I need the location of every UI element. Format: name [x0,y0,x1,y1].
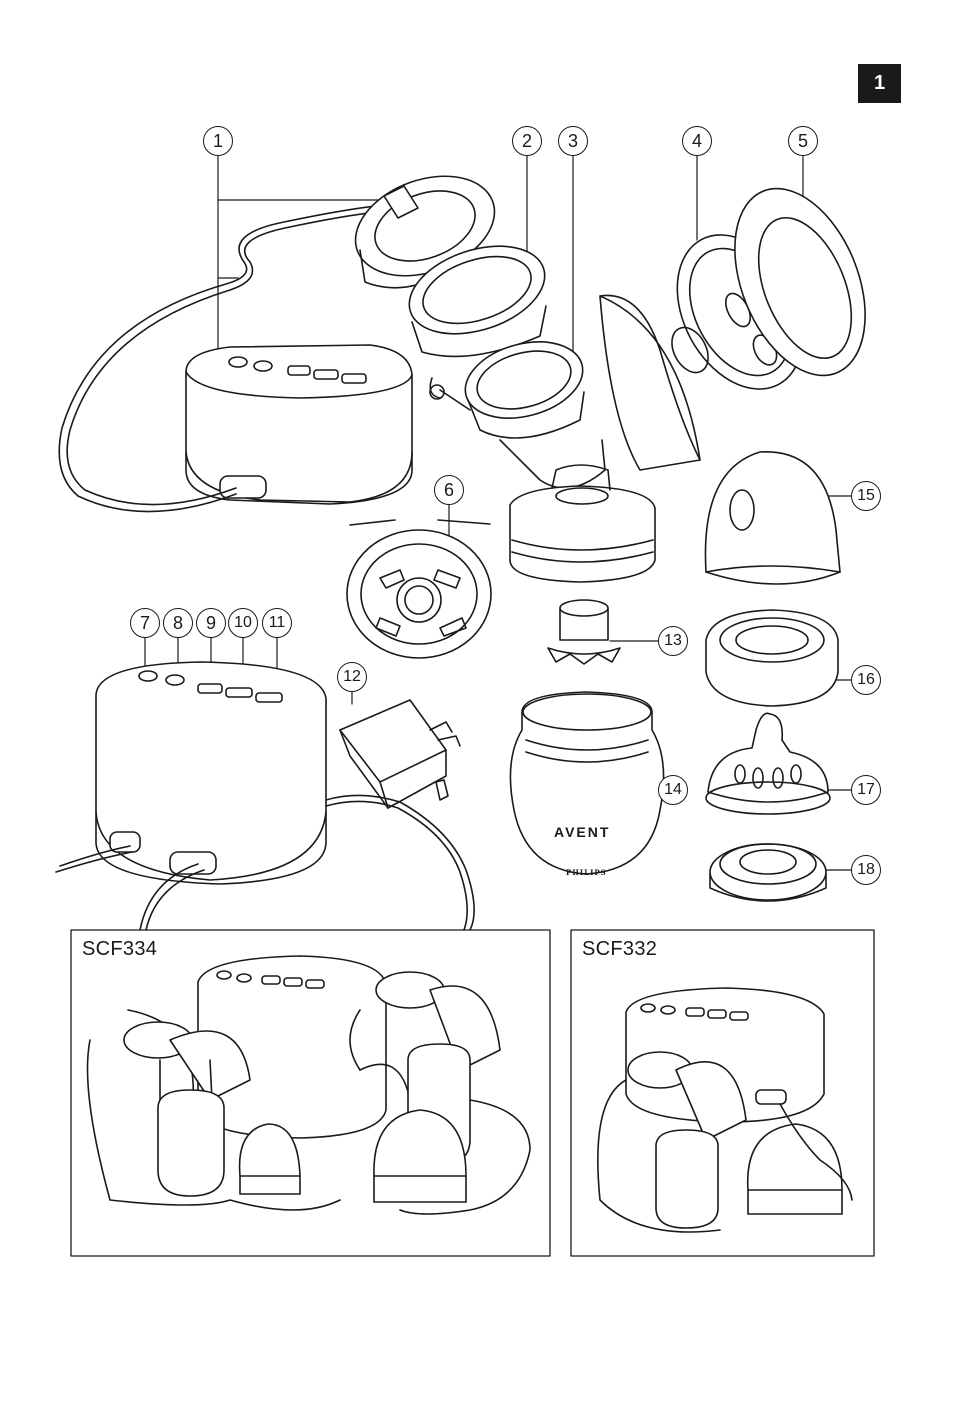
sealing-disc-18 [709,843,827,902]
callout-9: 9 [196,608,226,638]
soft-cushion-5 [734,187,866,377]
valve-13 [547,599,621,665]
pump-body-3 [429,294,701,583]
callout-12: 12 [337,662,367,692]
panel-frame-scf332 [570,929,875,1257]
callout-15: 15 [851,481,881,511]
callout-8: 8 [163,608,193,638]
callout-3: 3 [558,126,588,156]
model-label-scf332: SCF332 [582,938,658,960]
motor-unit-1 [58,175,496,513]
callout-7: 7 [130,608,160,638]
page-number-badge: 1 [858,64,901,103]
cover-15 [704,451,841,585]
callout-17: 17 [851,775,881,805]
callout-2: 2 [512,126,542,156]
callout-10: 10 [228,608,258,638]
bottle-brand-avent: AVENT [554,824,611,840]
power-adapter-12 [339,699,461,809]
callout-11: 11 [262,608,292,638]
teat-17 [705,712,831,815]
pump-ring-2 [408,245,547,358]
double-pump-illustration [86,955,531,1215]
callout-18: 18 [851,855,881,885]
bottle-brand-philips: PHILIPS [566,868,607,877]
callout-6: 6 [434,475,464,505]
model-label-scf334: SCF334 [82,938,158,960]
single-pump-illustration [597,987,853,1233]
callout-16: 16 [851,665,881,695]
bottle-14 [509,691,665,875]
panel-frame-scf334 [70,929,551,1257]
screw-ring-16 [705,609,839,707]
motor-underside-6 [346,519,492,659]
motor-unit-2 [55,661,475,931]
callout-4: 4 [682,126,712,156]
callout-14: 14 [658,775,688,805]
callout-1: 1 [203,126,233,156]
callout-5: 5 [788,126,818,156]
callout-13: 13 [658,626,688,656]
